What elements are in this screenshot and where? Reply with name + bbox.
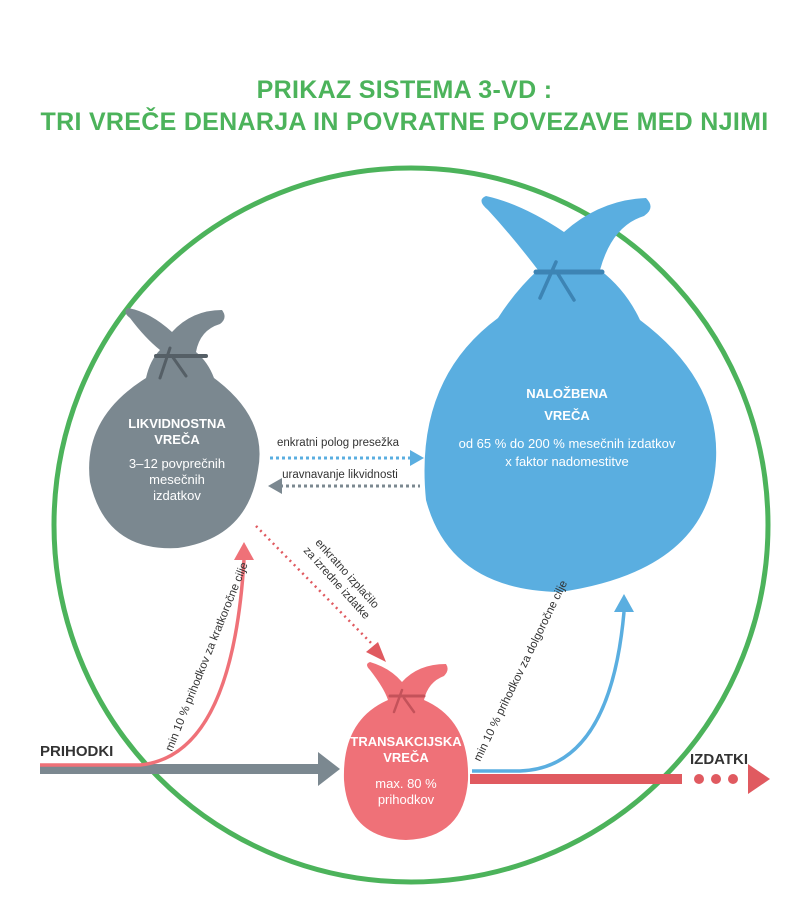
surplus-arrow [270, 450, 424, 466]
surplus-arrow-label: enkratni polog presežka [277, 437, 400, 449]
liquidity-bag-title-1: LIKVIDNOSTNA [128, 416, 226, 431]
investment-bag-title-2: VREČA [544, 408, 590, 423]
short-term-arrow [40, 542, 254, 767]
liquidity-bag: LIKVIDNOSTNA VREČA 3–12 povprečnih meseč… [89, 308, 260, 549]
expense-flow-arrow [470, 764, 770, 794]
investment-bag-text-2: x faktor nadomestitve [505, 454, 629, 469]
income-flow-arrow [40, 752, 340, 786]
income-label: PRIHODKI [40, 743, 113, 760]
transaction-bag-title-2: VREČA [383, 750, 429, 765]
transaction-bag-text-1: max. 80 % [375, 776, 437, 791]
liquidity-bag-text-3: izdatkov [153, 488, 201, 503]
short-term-arrow-label: min 10 % prihodkov za kratkoročne cilje [164, 561, 251, 753]
liquidity-adjust-arrow-label: uravnavanje likvidnosti [282, 469, 398, 481]
liquidity-bag-text-1: 3–12 povprečnih [129, 456, 225, 471]
diagram-title-line-2: TRI VREČE DENARJA IN POVRATNE POVEZAVE M… [40, 108, 769, 136]
liquidity-adjust-arrow [268, 478, 420, 494]
transaction-bag: TRANSAKCIJSKA VREČA max. 80 % prihodkov [343, 662, 469, 840]
investment-bag-title-1: NALOŽBENA [526, 386, 608, 401]
investment-bag: NALOŽBENA VREČA od 65 % do 200 % mesečni… [424, 196, 717, 592]
long-term-arrow-label: min 10 % prihodkov za dolgoročne cilje [472, 579, 570, 764]
diagram-title-line-1: PRIKAZ SISTEMA 3-VD : [256, 76, 553, 104]
payout-arrow [255, 525, 386, 662]
expenses-label: IZDATKI [690, 751, 748, 768]
system-circle [51, 165, 771, 885]
liquidity-bag-title-2: VREČA [154, 432, 200, 447]
investment-bag-text-1: od 65 % do 200 % mesečnih izdatkov [459, 436, 676, 451]
transaction-bag-text-2: prihodkov [378, 792, 435, 807]
long-term-arrow [472, 594, 634, 773]
transaction-bag-title-1: TRANSAKCIJSKA [350, 734, 462, 749]
liquidity-bag-text-2: mesečnih [149, 472, 205, 487]
